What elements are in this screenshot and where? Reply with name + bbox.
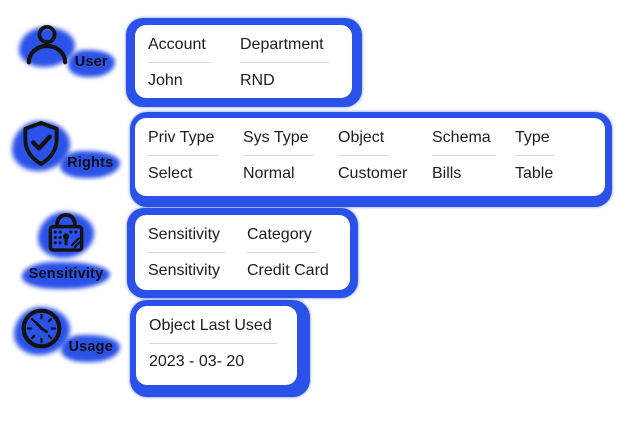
field-column: Sensitivity Sensitivity — [148, 226, 235, 280]
field-column: Type Table — [515, 129, 593, 183]
usage-card-inner: Object Last Used 2023 - 03- 20 — [136, 306, 297, 385]
field-column: Priv Type Select — [148, 129, 231, 183]
field-value: RND — [240, 72, 275, 89]
field-header: Priv Type — [148, 129, 220, 156]
usage-group: Usage — [13, 306, 116, 356]
usage-icon-wrap — [13, 306, 70, 355]
field-column: Object Last Used 2023 - 03- 20 — [149, 317, 283, 371]
sensitivity-icon-wrap — [38, 211, 94, 258]
field-value: Customer — [338, 165, 408, 182]
field-column: Sys Type Normal — [243, 129, 326, 183]
user-card-inner: Account John Department RND — [135, 25, 352, 98]
sensitivity-label-text: Sensitivity — [28, 266, 104, 282]
rights-group: Rights — [11, 120, 116, 172]
usage-card: Object Last Used 2023 - 03- 20 — [130, 300, 310, 397]
user-card: Account John Department RND — [126, 18, 362, 107]
field-value: Select — [148, 165, 193, 182]
usage-label-text: Usage — [68, 339, 113, 355]
field-header: Category — [247, 226, 317, 253]
field-value: John — [148, 72, 183, 89]
rights-label-text: Rights — [67, 155, 114, 171]
rights-card-inner: Priv Type Select Sys Type Normal Object … — [135, 118, 605, 196]
field-header: Department — [240, 36, 329, 63]
rights-card: Priv Type Select Sys Type Normal Object … — [130, 112, 612, 207]
lock-icon — [48, 212, 84, 252]
field-column: Object Customer — [338, 129, 420, 183]
sensitivity-card-inner: Sensitivity Sensitivity Category Credit … — [135, 215, 350, 290]
sensitivity-group: Sensitivity — [16, 211, 116, 283]
shield-check-icon — [22, 120, 59, 167]
field-column: Category Credit Card — [247, 226, 347, 280]
user-label-text: User — [74, 54, 108, 70]
user-icon-wrap — [19, 24, 76, 68]
field-header: Object Last Used — [149, 317, 277, 344]
field-header: Sensitivity — [148, 226, 226, 253]
field-column: Schema Bills — [432, 129, 503, 183]
sensitivity-card: Sensitivity Sensitivity Category Credit … — [127, 208, 358, 298]
sensitivity-label: Sensitivity — [29, 265, 104, 283]
field-header: Type — [515, 129, 555, 156]
field-value: Credit Card — [247, 262, 329, 279]
field-value: Bills — [432, 165, 462, 182]
usage-label: Usage — [68, 338, 113, 356]
clock-icon — [21, 308, 62, 349]
user-icon — [26, 24, 68, 65]
field-column: Department RND — [240, 36, 352, 90]
field-value: Normal — [243, 165, 295, 182]
user-label: User — [75, 53, 108, 71]
field-header: Account — [148, 36, 211, 63]
field-header: Schema — [432, 129, 496, 156]
field-header: Sys Type — [243, 129, 314, 156]
rights-label: Rights — [67, 154, 113, 172]
field-header: Object — [338, 129, 390, 156]
field-value: 2023 - 03- 20 — [149, 353, 245, 370]
user-group: User — [16, 24, 116, 71]
field-value: Table — [515, 165, 554, 182]
field-value: Sensitivity — [148, 262, 221, 279]
field-column: Account John — [148, 36, 228, 90]
rights-icon-wrap — [11, 120, 70, 171]
